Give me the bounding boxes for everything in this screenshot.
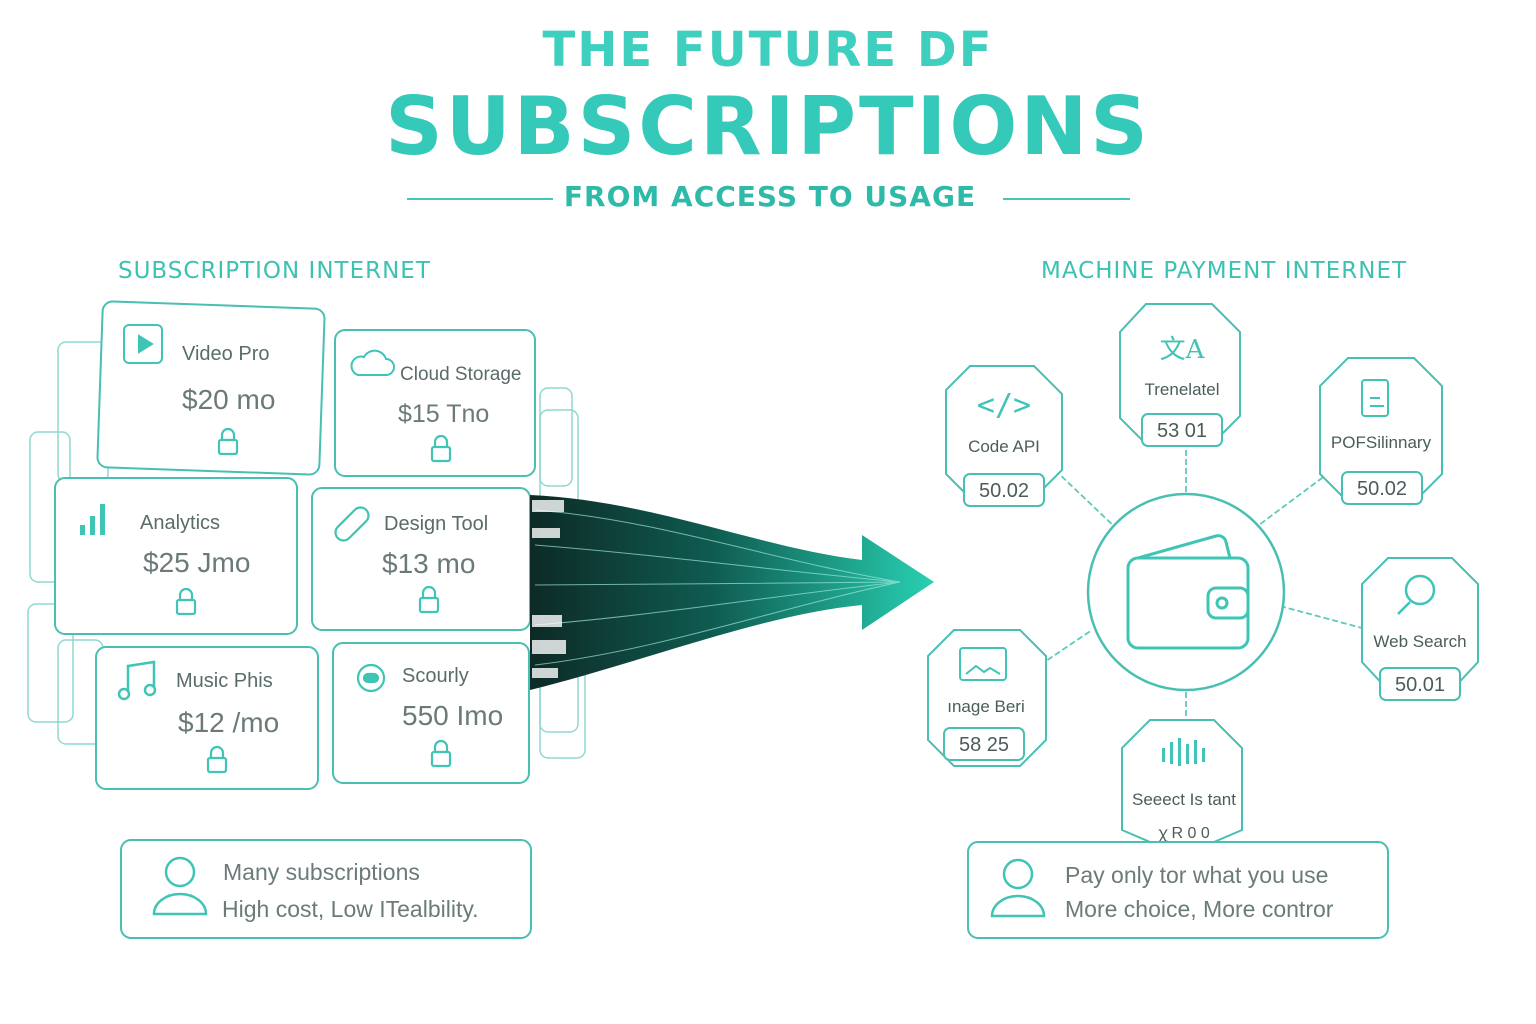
card-price: $15 Tno [398, 400, 489, 428]
cloud-icon [350, 349, 395, 376]
node-translate: 文A Trenelatel 53 01 [1119, 303, 1241, 447]
music-note-icon [117, 660, 157, 701]
code-icon: </> [977, 388, 1031, 423]
document-icon [1361, 379, 1389, 417]
summary-line-2: More choice, More contror [1065, 896, 1334, 922]
subscription-card-video: Video Pro $20 mo [96, 300, 326, 476]
card-title: Design Tool [384, 513, 488, 535]
summary-line-1: Many subscriptions [223, 859, 420, 885]
subtitle: FROM ACCESS TO USAGE [563, 180, 977, 213]
card-price: $13 mo [382, 548, 475, 579]
connectors [1039, 450, 1363, 735]
lock-icon [418, 585, 440, 614]
card-price: 550 Imo [402, 700, 503, 731]
card-title: Analytics [140, 512, 220, 534]
node-price: 50.02 [1357, 478, 1407, 500]
subscription-card-security: Scourly 550 Imo [332, 642, 530, 784]
node-price: ꭓ R 0 0 [1158, 825, 1210, 842]
shield-icon [356, 663, 386, 693]
card-title: Scourly [402, 665, 469, 687]
card-price: $12 /mo [178, 707, 279, 738]
card-title: Video Pro [182, 343, 269, 365]
wallet-icon [1126, 534, 1250, 650]
node-label: Web Search [1373, 632, 1466, 651]
bar-chart-icon [80, 504, 105, 535]
page-title: SUBSCRIPTIONS [385, 80, 1151, 173]
transition-arrow [530, 495, 934, 690]
node-label: Code API [968, 437, 1040, 456]
lock-icon [175, 587, 197, 616]
translate-icon: 文A [1160, 335, 1206, 365]
lock-icon [430, 434, 452, 463]
subtitle-rule-right [1003, 198, 1130, 200]
left-summary-box: Many subscriptions High cost, Low ITealb… [120, 839, 532, 939]
right-section-heading: MACHINE PAYMENT INTERNET [1041, 258, 1408, 284]
image-icon [959, 647, 1007, 681]
node-price: 50.01 [1395, 674, 1445, 696]
play-icon [123, 324, 163, 364]
left-section-heading: SUBSCRIPTION INTERNET [118, 258, 431, 284]
node-label: Seeect Is tant [1132, 790, 1236, 809]
summary-line-2: High cost, Low ITealbility. [222, 896, 479, 922]
lock-icon [206, 745, 228, 774]
card-price: $20 mo [182, 384, 275, 415]
wallet-hub [1086, 492, 1286, 692]
subtitle-rule-left [407, 198, 553, 200]
card-title: Cloud Storage [400, 364, 521, 385]
subscription-card-music: Music Phis $12 /mo [95, 646, 319, 790]
subscription-card-design: Design Tool $13 mo [311, 487, 531, 631]
lock-icon [217, 427, 239, 456]
audio-bars-icon [1162, 738, 1205, 766]
user-icon [990, 858, 1046, 918]
card-title: Music Phis [176, 670, 273, 692]
node-price: 53 01 [1157, 420, 1207, 442]
lock-icon [430, 739, 452, 768]
node-code-api: </> Code API 50.02 [945, 365, 1063, 507]
node-label: Trenelatel [1145, 380, 1220, 399]
subscription-card-cloud: Cloud Storage $15 Tno [334, 329, 536, 477]
subscription-card-analytics: Analytics $25 Jmo [54, 477, 298, 635]
node-price: 58 25 [959, 734, 1009, 756]
card-price: $25 Jmo [143, 547, 250, 578]
node-image-gen: ınage Beri 58 25 [927, 629, 1047, 767]
node-label: ınage Beri [947, 697, 1025, 716]
node-label: POFSilinnary [1331, 433, 1432, 452]
node-web-search: Web Search 50.01 [1361, 557, 1479, 701]
node-pdf-summary: POFSilinnary 50.02 [1319, 357, 1443, 505]
user-icon [152, 856, 208, 916]
pen-icon [334, 506, 370, 542]
search-icon [1397, 574, 1436, 615]
node-price: 50.02 [979, 480, 1029, 502]
summary-line-1: Pay only tor what you use [1065, 862, 1328, 888]
node-speech: Seeect Is tant ꭓ R 0 0 [1121, 719, 1243, 843]
right-summary-box: Pay only tor what you use More choice, M… [967, 841, 1389, 939]
title-top: THE FUTURE DF [542, 22, 994, 78]
